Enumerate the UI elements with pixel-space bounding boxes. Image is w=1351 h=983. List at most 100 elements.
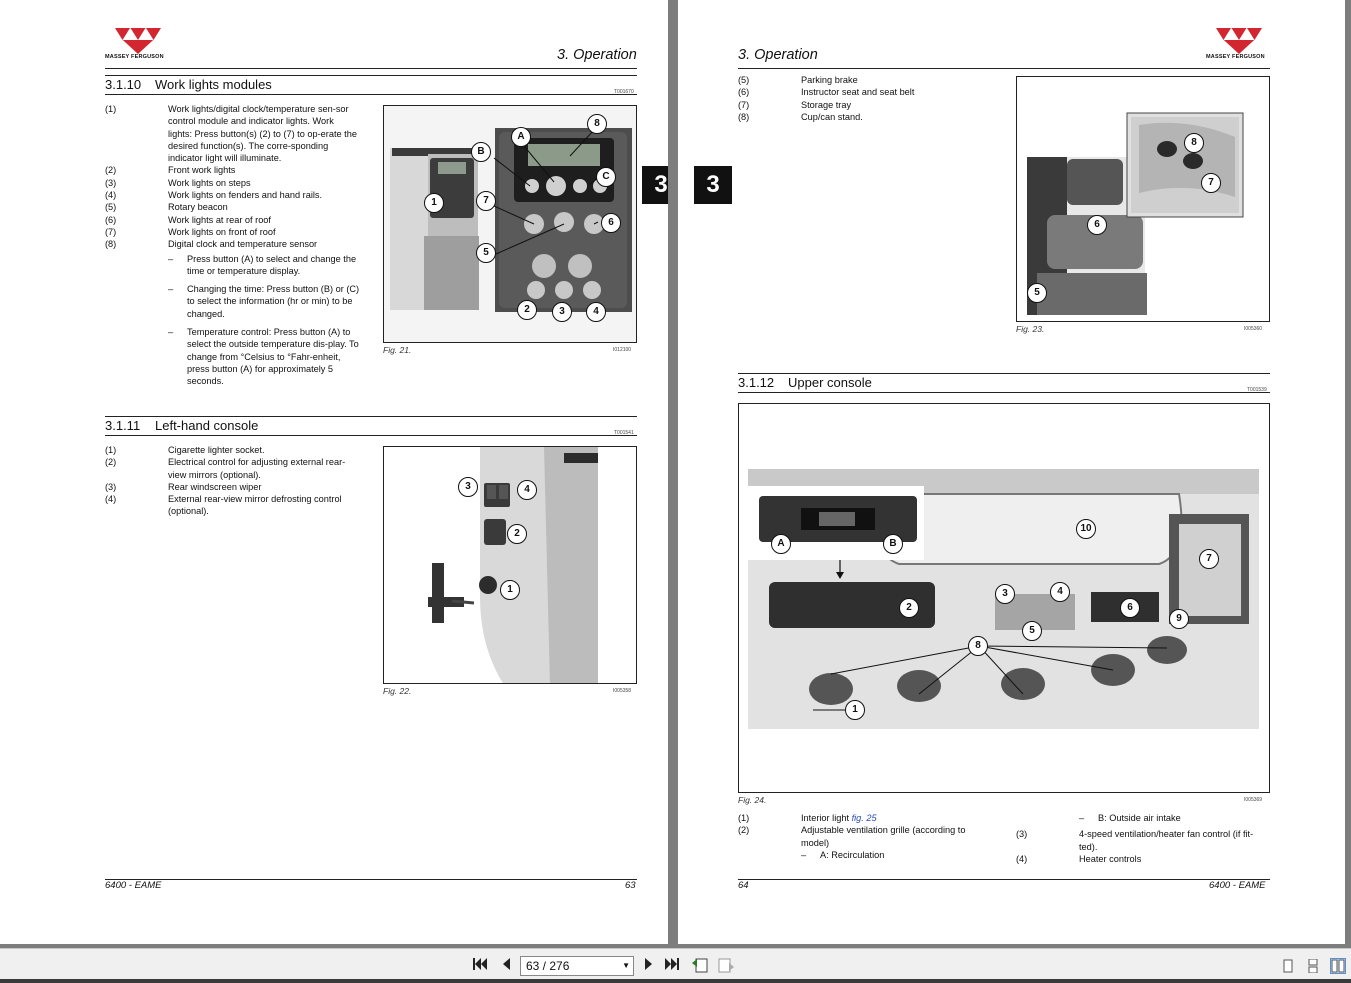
figure-22 [383, 446, 637, 684]
item-text: Rear windscreen wiper [168, 481, 262, 492]
item-number: (4) [1016, 853, 1028, 864]
callout-4: 4 [517, 480, 537, 500]
callout-6: 6 [601, 213, 621, 233]
callout-a: A [511, 127, 531, 147]
divider [105, 68, 637, 69]
list-item: (4) Work lights on fenders and hand rails… [105, 189, 360, 201]
item-text: Instructor seat and seat belt [801, 87, 915, 98]
divider [738, 68, 1270, 69]
list-subitem: –Temperature control: Press button (A) t… [168, 327, 359, 387]
figure-caption: Fig. 23. [1016, 324, 1045, 334]
subsection-number: 3.1.12 [738, 375, 775, 390]
item-number: (1) [105, 445, 117, 455]
section-header: 3. Operation [738, 47, 818, 63]
item-number: (4) [105, 494, 117, 505]
figure-link[interactable]: fig. 25 [851, 813, 877, 823]
list-item: (1) Interior light fig. 25 [738, 812, 988, 824]
go-back-view-button[interactable] [690, 957, 710, 975]
continuous-page-icon [1308, 958, 1318, 974]
viewer-toolbar: 63 / 276 ▼ [0, 948, 1351, 983]
callout-a: A [771, 534, 791, 554]
list-item: (5)Rotary beacon [105, 201, 360, 213]
page-64: 3 3. Operation MASSEY FERGUSON (5)Parkin… [678, 0, 1345, 944]
callout-3: 3 [995, 584, 1015, 604]
go-forward-view-button[interactable] [716, 957, 736, 975]
list-item: (8)Digital clock and temperature sensor [105, 238, 360, 250]
figure-caption: Fig. 21. [383, 345, 412, 355]
item-text: Rotary beacon [168, 202, 228, 213]
figure-id: I005360 [1244, 326, 1263, 332]
first-page-button[interactable] [470, 957, 490, 975]
item-text: Work lights/digital clock/temperature se… [168, 104, 357, 164]
two-page-view-button[interactable] [1330, 958, 1346, 974]
footer-model: 6400 - EAME [105, 880, 162, 891]
list-item: (1)Cigarette lighter socket. [105, 444, 360, 456]
item-number: (4) [105, 190, 117, 201]
subitem-text: Press button (A) to select and change th… [187, 253, 357, 276]
item-number: (1) [105, 104, 117, 114]
figure-23 [1016, 76, 1270, 322]
massey-ferguson-logo: MASSEY FERGUSON [105, 26, 169, 64]
figure-id: I012100 [613, 347, 632, 353]
callout-8: 8 [968, 636, 988, 656]
chevron-down-icon[interactable]: ▼ [622, 961, 630, 970]
callout-4: 4 [1050, 582, 1070, 602]
callout-3: 3 [458, 477, 478, 497]
list-item: (2)Electrical control for adjusting exte… [105, 456, 360, 481]
footer-page-number: 64 [738, 880, 749, 891]
subitem-text: B: Outside air intake [1098, 813, 1181, 823]
subsection-number: 3.1.11 [105, 418, 141, 433]
callout-6: 6 [1120, 598, 1140, 618]
divider [105, 94, 637, 95]
legend-list: –B: Outside air intake (3) 4-speed venti… [1016, 812, 1270, 865]
legend-list: (1)Cigarette lighter socket.(2)Electrica… [105, 444, 360, 518]
callout-8: 8 [587, 114, 607, 134]
instructor-seat-photo [1017, 77, 1269, 321]
topic-code: T001539 [1247, 387, 1267, 393]
list-item: (3) Rear windscreen wiper [105, 481, 360, 493]
list-subitem: –Press button (A) to select and change t… [105, 251, 360, 282]
item-text: Work lights on fenders and hand rails. [168, 190, 323, 201]
item-text: Parking brake [801, 75, 858, 85]
subitem-text: Changing the time: Press button (B) or (… [187, 284, 360, 319]
legend-list: (1) Interior light fig. 25 (2) Adjustabl… [738, 812, 988, 861]
last-page-button[interactable] [662, 957, 682, 975]
item-text: Work lights on front of roof [168, 226, 276, 237]
list-subitem: –B: Outside air intake [1079, 813, 1181, 823]
callout-1: 1 [424, 193, 444, 213]
subsection-name: Work lights modules [155, 77, 272, 92]
next-page-button[interactable] [639, 957, 659, 975]
item-number: (7) [105, 226, 117, 237]
item-number: (8) [738, 111, 750, 122]
subitem-text: Temperature control: Press button (A) to… [187, 327, 359, 387]
figure-caption: Fig. 24. [738, 795, 767, 805]
previous-page-button[interactable] [496, 957, 516, 975]
continuous-view-button[interactable] [1305, 958, 1321, 974]
list-item: (2)Front work lights [105, 164, 360, 176]
footer-divider [105, 879, 637, 880]
list-item: (7) Work lights on front of roof [105, 226, 360, 238]
section-header: 3. Operation [557, 47, 637, 63]
item-text: Work lights on steps [168, 177, 251, 188]
item-text: 4-speed ventilation/heater fan control (… [1079, 829, 1254, 852]
callout-2: 2 [517, 300, 537, 320]
list-item: (8)Cup/can stand. [738, 111, 998, 123]
item-number: (3) [105, 481, 117, 492]
item-number: (6) [105, 214, 117, 225]
brand-text: MASSEY FERGUSON [105, 54, 164, 60]
list-subitem: –A: Recirculation [801, 849, 885, 860]
list-item: (4)External rear-view mirror defrosting … [105, 493, 360, 518]
next-page-icon [645, 958, 652, 970]
single-page-view-button[interactable] [1280, 958, 1296, 974]
divider [105, 435, 637, 436]
callout-1: 1 [845, 700, 865, 720]
page-number-field[interactable]: 63 / 276 ▼ [520, 956, 634, 976]
brand-text: MASSEY FERGUSON [1206, 54, 1265, 60]
callout-6: 6 [1087, 215, 1107, 235]
callout-2: 2 [899, 598, 919, 618]
list-item: (2) Adjustable ventilation grille (accor… [738, 824, 988, 849]
item-text: Heater controls [1079, 853, 1142, 864]
item-text: Digital clock and temperature sensor [168, 239, 318, 250]
list-subitem: –Changing the time: Press button (B) or … [168, 284, 360, 319]
